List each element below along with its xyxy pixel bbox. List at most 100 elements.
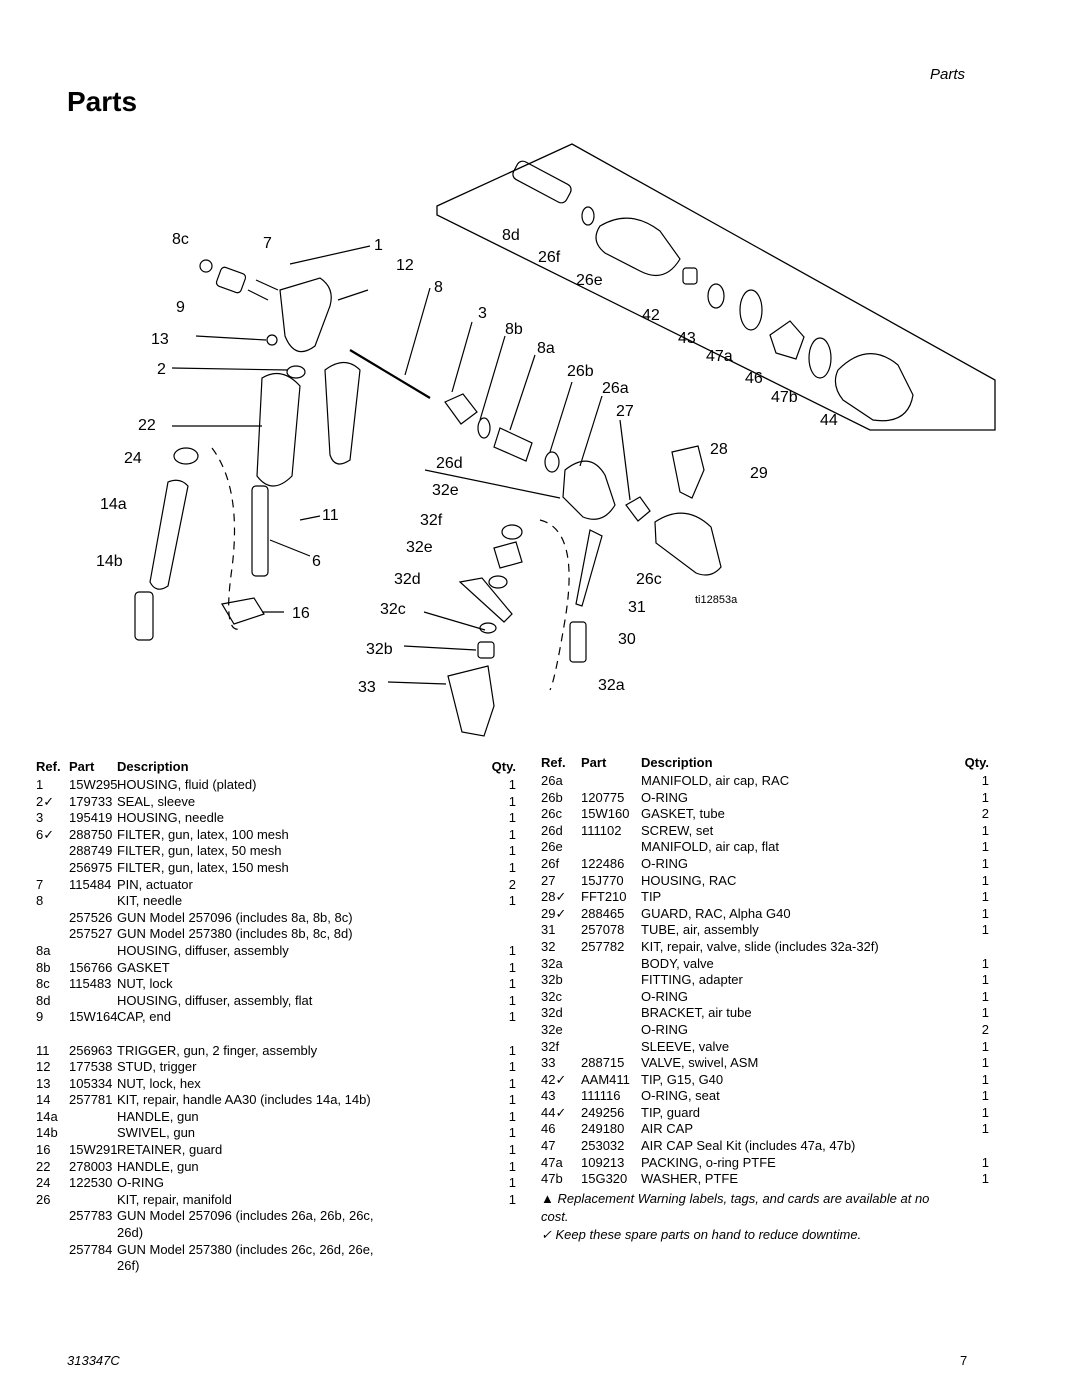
part-pin-7b [255, 279, 279, 291]
cell-description: GUN Model 257380 (includes 8b, 8c, 8d) [117, 926, 353, 942]
cell-description: GUN Model 257096 (includes 8a, 8b, 8c) [117, 909, 353, 925]
cell-part [581, 989, 641, 1006]
cell-qty: 1 [508, 992, 516, 1008]
cell-ref: 32 [541, 938, 556, 954]
cell-part: 15W295 [69, 777, 118, 792]
callout-33: 33 [358, 679, 376, 696]
callout-26c: 26c [636, 571, 662, 588]
cell-description: KIT, needle [117, 893, 183, 909]
cell-ref: 8 [36, 893, 44, 909]
cell-part [581, 956, 641, 973]
cell-ref: 24 [36, 1175, 51, 1191]
cell-part: 257782 [581, 938, 625, 954]
cell-description: FILTER, gun, latex, 100 mesh [117, 826, 289, 842]
part-oring-32c [479, 622, 497, 634]
cell-ref: 6✓ [36, 826, 55, 842]
cell-part [581, 1022, 641, 1039]
cell-part: 179733 [69, 793, 113, 809]
cell-qty: 1 [981, 1121, 989, 1137]
cell-description: RETAINER, guard [117, 1142, 223, 1158]
cell-ref: 26d [541, 822, 563, 838]
cell-part: 278003 [69, 1158, 113, 1174]
cell-qty: 1 [508, 942, 516, 958]
callout-47a: 47a [706, 348, 733, 365]
cell-description: O-RING [641, 988, 688, 1004]
header-ref: Ref. [541, 754, 566, 770]
cell-description: BODY, valve [641, 955, 714, 971]
cell-ref: 26c [541, 806, 562, 822]
cell-description: HANDLE, gun [117, 1108, 199, 1124]
cell-part: 111102 [581, 822, 622, 838]
note-line-2: cost. [541, 1208, 569, 1224]
cell-part: 249180 [581, 1121, 625, 1137]
part-oring-26f [581, 206, 595, 226]
cell-description: O-RING, seat [641, 1088, 720, 1104]
part-manifold-26a [562, 460, 616, 520]
header-part: Part [581, 754, 607, 770]
part-trigger-11 [324, 361, 361, 465]
cell-ref [36, 860, 69, 877]
part-nut-13 [266, 334, 278, 346]
header-qty: Qty. [964, 754, 989, 770]
cell-part: 195419 [69, 810, 113, 826]
part-body-32a [569, 621, 587, 663]
page-number: 7 [960, 1353, 968, 1368]
cell-qty: 1 [508, 1125, 516, 1141]
cell-part [69, 1026, 117, 1043]
header-ref: Ref. [36, 758, 61, 774]
callout-6: 6 [312, 553, 321, 570]
cell-qty: 1 [981, 905, 989, 921]
callout-1: 1 [374, 237, 383, 254]
cell-qty: 1 [981, 872, 989, 888]
part-nut-8c [199, 259, 213, 273]
cell-part [581, 1039, 641, 1056]
cell-ref [36, 910, 69, 927]
part-diffuser-flat [512, 160, 572, 204]
cell-part: 15W164 [69, 1009, 118, 1025]
cell-ref: 47b [541, 1171, 563, 1187]
cell-description: O-RING [117, 1175, 164, 1191]
cell-description: WASHER, PTFE [641, 1171, 739, 1187]
cell-part: 257784 [69, 1241, 113, 1257]
part-diffuser-8a [493, 427, 533, 462]
cell-ref [36, 1208, 69, 1225]
cell-ref: 3 [36, 810, 44, 826]
part-stud-12 [337, 289, 369, 301]
cell-ref: 11 [36, 1042, 50, 1058]
note-line-1: ▲ Replacement Warning labels, tags, and … [541, 1190, 930, 1206]
part-packing-47b [769, 320, 805, 360]
cell-ref: 44✓ [541, 1104, 567, 1120]
hose-loop-left [211, 447, 243, 630]
cell-part: 257078 [581, 922, 625, 938]
callout-27: 27 [616, 403, 634, 420]
part-manifold-26e [595, 217, 681, 277]
cell-ref: 32e [541, 1021, 563, 1037]
cell-ref: 46 [541, 1121, 556, 1137]
cell-description: HANDLE, gun [117, 1158, 199, 1174]
cell-description: SLEEVE, valve [641, 1038, 730, 1054]
callout-32e-b: 32e [406, 539, 433, 556]
cell-part: 253032 [581, 1138, 625, 1154]
callout-11: 11 [322, 507, 339, 524]
cell-qty: 1 [981, 955, 989, 971]
part-bracket-32d [458, 577, 513, 623]
cell-ref: 26e [541, 839, 563, 855]
part-filter-6 [251, 485, 269, 577]
callout-24: 24 [124, 450, 142, 467]
